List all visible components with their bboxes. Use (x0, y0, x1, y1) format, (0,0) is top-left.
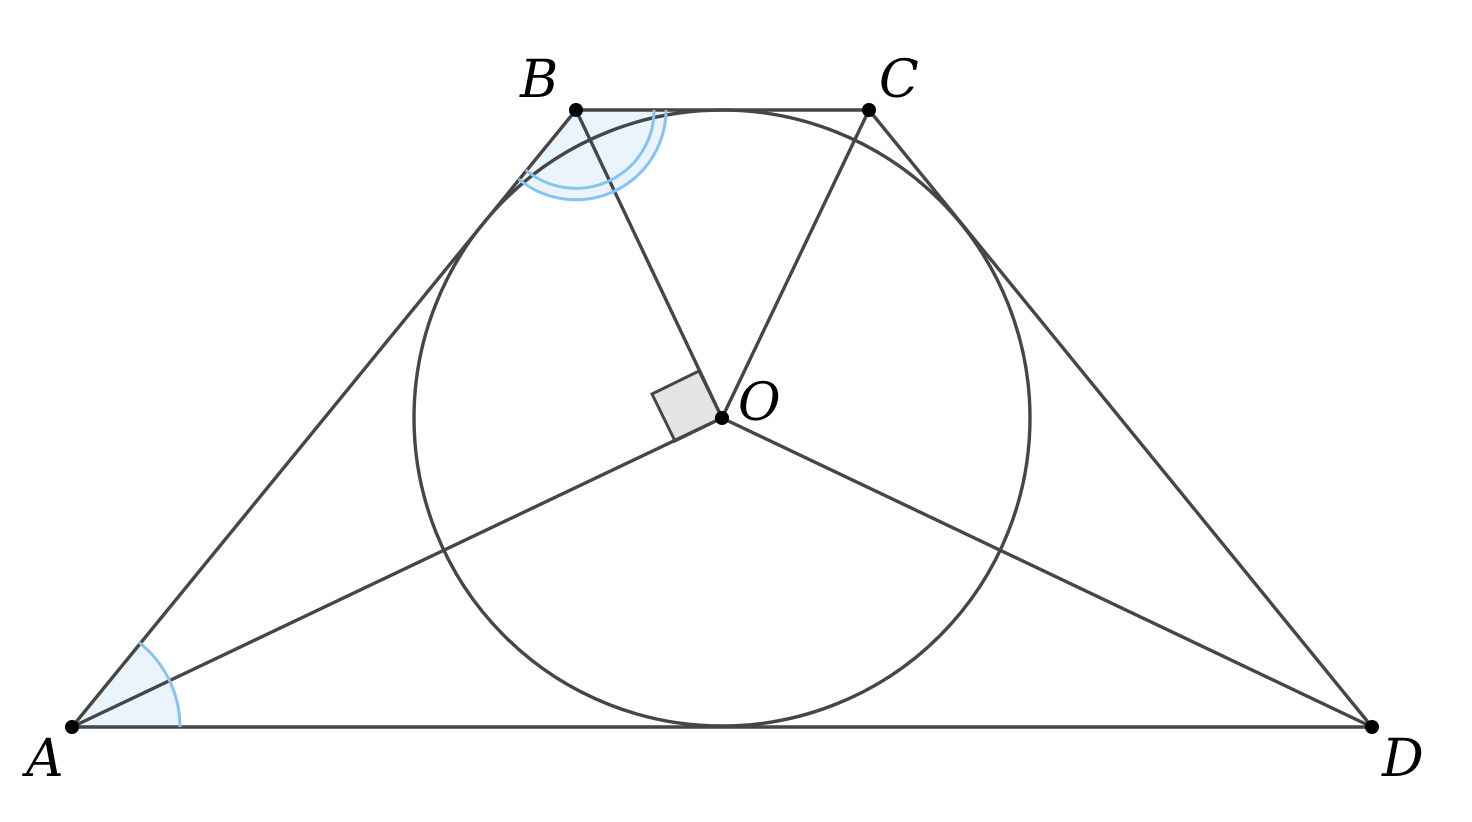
angle-b-arc-outer (517, 109, 668, 202)
right-angle-marker (649, 368, 725, 444)
segment-cd (867, 108, 1374, 729)
segment-ab (70, 108, 578, 729)
label-b: B (519, 50, 558, 110)
label-d: D (1381, 729, 1424, 789)
point-b (569, 103, 583, 117)
point-o (715, 411, 729, 425)
label-o: O (738, 373, 781, 433)
point-a (65, 720, 79, 734)
point-c (862, 103, 876, 117)
angle-b-arc-inner (524, 109, 656, 190)
angle-a-sector (72, 642, 180, 727)
angle-b-sector (518, 110, 666, 200)
label-a: A (22, 729, 64, 789)
segment-do (720, 416, 1374, 729)
point-d (1365, 720, 1379, 734)
angle-a-arc (137, 640, 182, 728)
segment-co (720, 108, 871, 420)
segment-ao (70, 416, 724, 729)
label-c: C (879, 50, 919, 110)
segment-bo (574, 108, 724, 420)
